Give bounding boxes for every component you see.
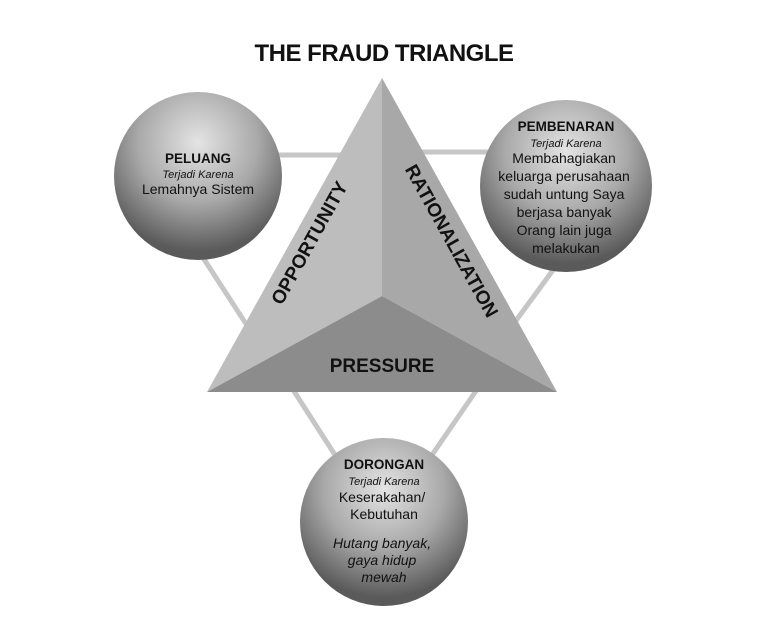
peluang-body-line: Lemahnya Sistem (142, 181, 254, 197)
dorongan-heading: DORONGAN (344, 457, 424, 472)
pembenaran-body-line: melakukan (532, 240, 600, 256)
pembenaran-heading: PEMBENARAN (518, 119, 615, 134)
triangle-face-pressure (207, 296, 557, 392)
dorongan-extra-line: Hutang banyak, (333, 535, 431, 551)
connector-dorongan-left (287, 383, 338, 457)
diagram-title: THE FRAUD TRIANGLE (255, 40, 514, 67)
peluang-body: Lemahnya Sistem (142, 181, 254, 197)
circle-pembenaran: PEMBENARAN Terjadi Karena Membahagiakan … (480, 100, 652, 272)
connector-dorongan-right (429, 386, 481, 457)
peluang-heading: PELUANG (165, 151, 231, 166)
dorongan-extra-line: gaya hidup (348, 552, 417, 568)
connector-peluang-side (195, 248, 253, 332)
pembenaran-body-line: Orang lain juga (517, 222, 612, 238)
circle-peluang-sphere (114, 92, 282, 260)
pembenaran-body-line: Membahagiakan (512, 150, 616, 166)
peluang-subheading: Terjadi Karena (162, 169, 233, 181)
triangle-face-rationalization (382, 78, 557, 392)
dorongan-extra-line: mewah (361, 569, 406, 585)
dorongan-extra: Hutang banyak, gaya hidup mewah (333, 535, 435, 585)
pembenaran-body-line: berjasa banyak (517, 204, 613, 220)
dorongan-subheading: Terjadi Karena (348, 476, 419, 488)
circle-dorongan: DORONGAN Terjadi Karena Keserakahan/ Keb… (300, 438, 468, 606)
dorongan-body: Keserakahan/ Kebutuhan (339, 489, 429, 522)
dorongan-body-line: Keserakahan/ (339, 489, 426, 505)
circle-peluang: PELUANG Terjadi Karena Lemahnya Sistem (114, 92, 282, 260)
pembenaran-subheading: Terjadi Karena (530, 138, 601, 150)
pembenaran-body-line: sudah untung Saya (504, 186, 625, 202)
circle-dorongan-sphere (300, 438, 468, 606)
circle-pembenaran-sphere (480, 100, 652, 272)
pembenaran-body-line: keluarga perusahaan (498, 168, 630, 184)
triangle-face-opportunity (207, 78, 382, 392)
face-label-pressure: PRESSURE (330, 356, 435, 377)
pembenaran-body: Membahagiakan keluarga perusahaan sudah … (498, 150, 633, 256)
dorongan-body-line: Kebutuhan (350, 506, 418, 522)
